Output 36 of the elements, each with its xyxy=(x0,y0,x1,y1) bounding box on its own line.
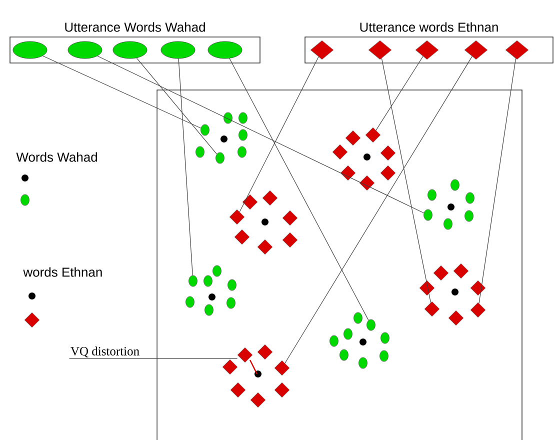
word-diamond xyxy=(470,302,486,318)
box-heading: Utterance words Ethnan xyxy=(360,22,498,32)
connector-line xyxy=(376,56,424,131)
word-diamond xyxy=(424,301,440,317)
legend-title: Words Wahad xyxy=(16,152,98,162)
word-ellipse xyxy=(208,41,242,59)
word-point xyxy=(366,319,376,331)
connector-line xyxy=(136,58,218,154)
word-ellipse xyxy=(160,41,196,59)
word-diamond xyxy=(368,40,392,60)
connector-line xyxy=(229,58,369,321)
connector-line xyxy=(239,56,319,212)
box-heading: Utterance Words Wahad xyxy=(65,22,205,32)
word-diamond xyxy=(365,127,381,143)
word-diamond xyxy=(229,209,245,225)
word-point xyxy=(200,124,210,136)
word-point xyxy=(216,152,224,164)
connector-line xyxy=(381,58,432,303)
word-diamond xyxy=(505,40,529,60)
word-ellipse xyxy=(12,41,48,59)
word-ellipse xyxy=(112,41,148,59)
word-diamond xyxy=(310,40,334,60)
word-diamond xyxy=(237,347,253,363)
connector-line xyxy=(284,56,472,364)
word-diamond xyxy=(464,40,488,60)
legend-title: words Ethnan xyxy=(23,267,102,277)
word-diamond xyxy=(415,40,439,60)
word-diamond xyxy=(274,360,290,376)
annotation-text: VQ distortion xyxy=(70,346,140,358)
connector-line xyxy=(178,58,193,276)
word-point xyxy=(424,209,432,221)
connector-line xyxy=(42,56,202,128)
leader-line xyxy=(68,358,238,359)
word-point xyxy=(188,275,198,287)
connector-line xyxy=(97,56,424,214)
word-ellipse xyxy=(68,41,102,59)
